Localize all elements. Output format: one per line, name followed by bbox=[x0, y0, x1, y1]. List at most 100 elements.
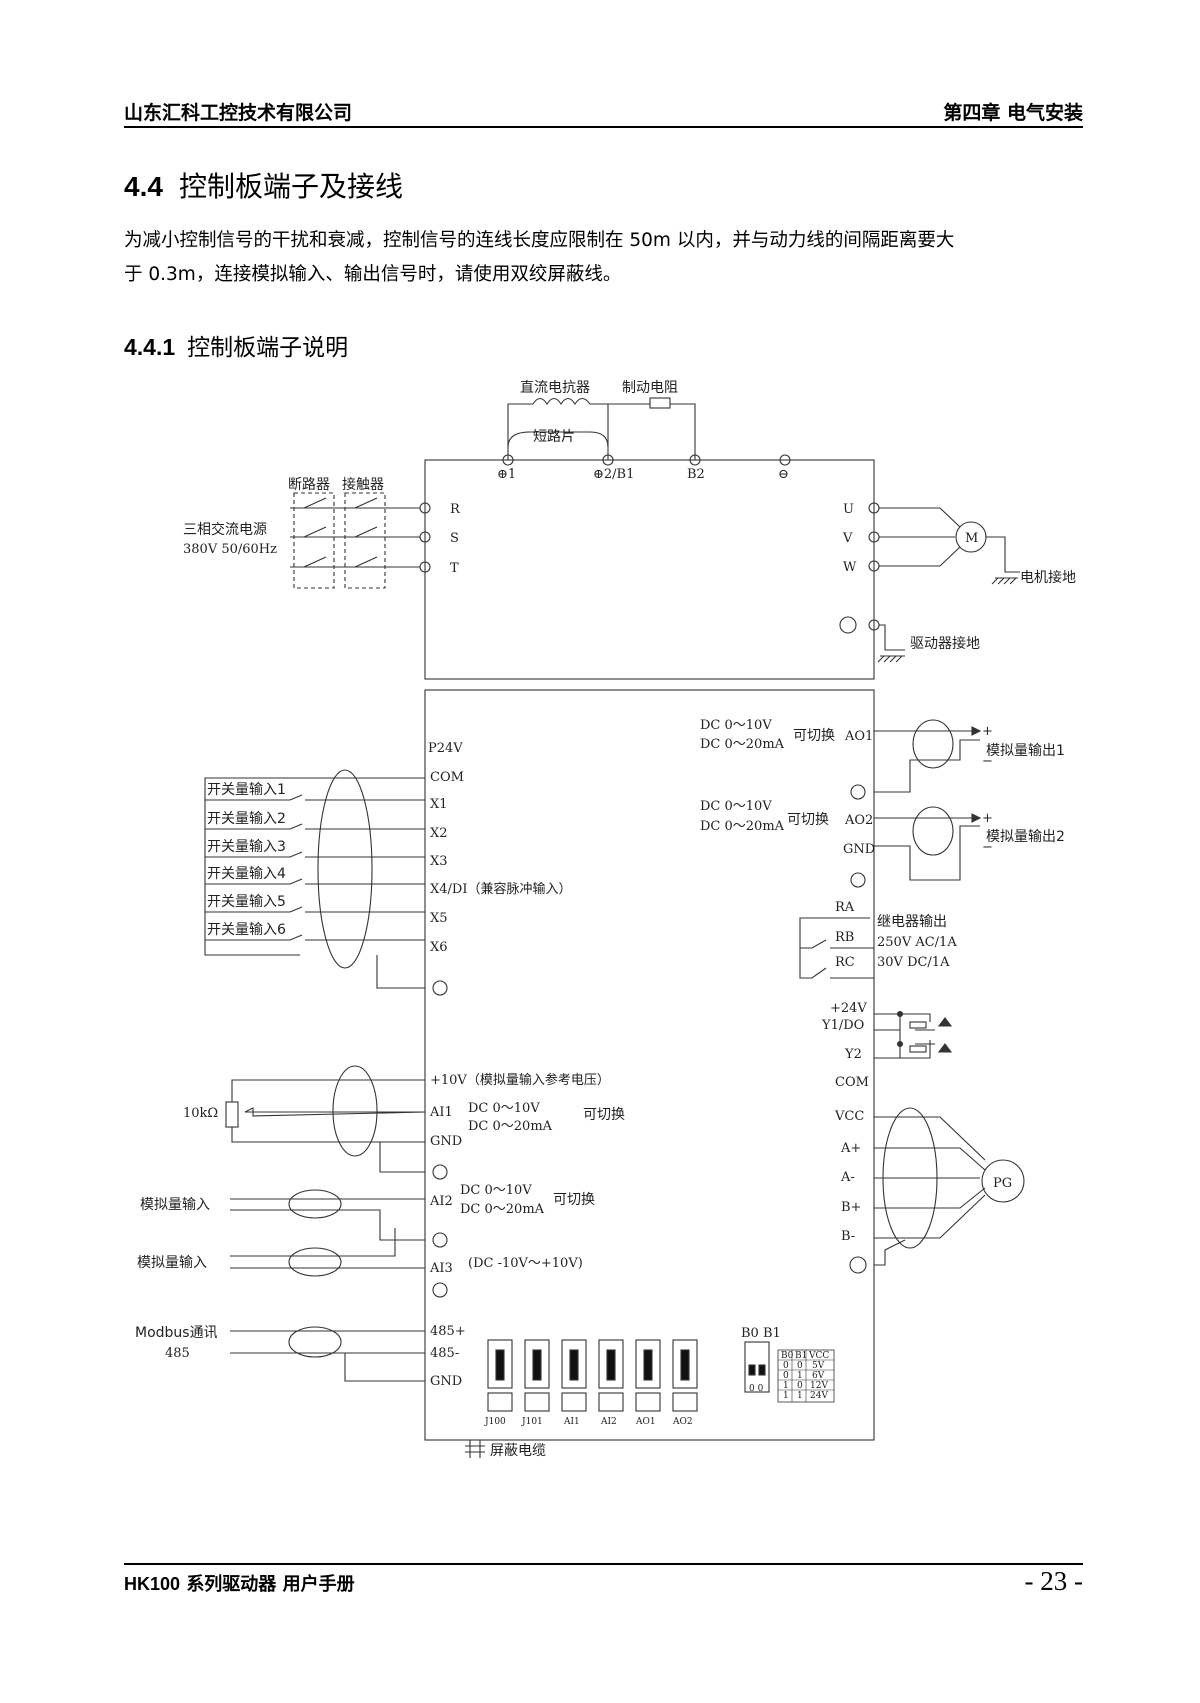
table-r3-vcc: 12V bbox=[810, 1381, 828, 1391]
analog-output-section bbox=[850, 719, 982, 888]
label-ao1-minus: − bbox=[982, 754, 993, 769]
label-vcc: VCC bbox=[834, 1109, 864, 1124]
label-j100: J100 bbox=[484, 1417, 506, 1427]
label-r: R bbox=[450, 502, 461, 517]
label-terminal-neg: ⊖ bbox=[778, 467, 789, 482]
label-a-minus: A- bbox=[840, 1170, 855, 1185]
table-head-b1: B1 bbox=[795, 1351, 807, 1361]
label-com: COM bbox=[430, 770, 464, 785]
footer-title: HK100 系列驱动器 用户手册 bbox=[124, 1570, 355, 1596]
label-gnd: GND bbox=[430, 1134, 462, 1149]
label-aout2: 模拟量输出2 bbox=[986, 829, 1065, 845]
label-gnd-ao: GND bbox=[843, 842, 875, 857]
table-r1-vcc: 5V bbox=[812, 1361, 825, 1371]
label-breaker: 断路器 bbox=[288, 477, 330, 493]
terminal-s bbox=[419, 531, 431, 543]
table-r4-b0: 1 bbox=[783, 1391, 789, 1401]
section-number: 4.4 bbox=[124, 171, 163, 202]
jumper-section bbox=[465, 1339, 835, 1458]
shield-icon bbox=[332, 1065, 378, 1157]
table-r2-vcc: 6V bbox=[812, 1371, 825, 1381]
drive-ground-icon bbox=[877, 655, 905, 663]
jumper-ao1-base bbox=[635, 1392, 661, 1412]
label-drive-ground: 驱动器接地 bbox=[910, 635, 980, 652]
label-t: T bbox=[450, 561, 459, 576]
label-supply: 三相交流电源 bbox=[183, 521, 267, 538]
jumper-j101 bbox=[524, 1339, 550, 1389]
jumper-j100 bbox=[487, 1339, 513, 1389]
ground-icon bbox=[432, 980, 448, 996]
label-shield-legend: 屏蔽电缆 bbox=[490, 1443, 546, 1459]
shield-icon bbox=[288, 1189, 342, 1219]
label-ao2-switchable: 可切换 bbox=[787, 811, 829, 828]
table-r3-b0: 1 bbox=[783, 1381, 789, 1391]
relay-output-section bbox=[799, 917, 953, 1059]
label-x1: X1 bbox=[430, 797, 448, 812]
table-r4-b1: 1 bbox=[797, 1391, 803, 1401]
label-b-plus: B+ bbox=[841, 1200, 861, 1215]
label-relay: 继电器输出 bbox=[877, 914, 947, 930]
label-x4: X4/DI（兼容脉冲输入） bbox=[430, 881, 571, 897]
optocoupler-icon bbox=[909, 1045, 927, 1053]
label-di-1: 开关量输入1 bbox=[207, 782, 286, 798]
resistor-icon bbox=[649, 397, 671, 409]
label-485-plus: 485+ bbox=[430, 1324, 466, 1339]
power-board-box bbox=[424, 459, 875, 680]
label-relay-dc: 30V DC/1A bbox=[877, 955, 950, 970]
label-jai2: AI2 bbox=[600, 1417, 617, 1427]
shield-icon bbox=[288, 1247, 342, 1277]
subsection-title-text: 控制板端子说明 bbox=[187, 335, 349, 361]
footer-rule bbox=[124, 1563, 1083, 1565]
label-x2: X2 bbox=[430, 826, 448, 841]
terminal-p1 bbox=[502, 454, 514, 466]
label-a-plus: A+ bbox=[840, 1141, 861, 1156]
label-v: V bbox=[842, 531, 853, 546]
power-input-section bbox=[290, 492, 1020, 663]
section-title-text: 控制板端子及接线 bbox=[178, 170, 403, 203]
header-company: 山东汇科工控技术有限公司 bbox=[124, 102, 353, 124]
label-di-5: 开关量输入5 bbox=[207, 894, 286, 910]
label-ai1-range-v: DC 0～10V bbox=[468, 1101, 540, 1116]
potentiometer-icon bbox=[225, 1101, 239, 1128]
label-ai1: AI1 bbox=[429, 1105, 453, 1120]
subsection-number: 4.4.1 bbox=[124, 334, 176, 360]
label-motor: M bbox=[965, 531, 978, 546]
label-rb: RB bbox=[835, 930, 854, 945]
control-board-box bbox=[424, 689, 875, 1441]
table-r1-b1: 0 bbox=[797, 1361, 803, 1371]
label-contactor: 接触器 bbox=[342, 476, 384, 493]
shield-legend-icon bbox=[465, 1440, 485, 1458]
label-terminal-p1: ⊕1 bbox=[497, 467, 516, 482]
label-rc: RC bbox=[835, 955, 855, 970]
shield-icon bbox=[288, 1326, 342, 1358]
jumper-ai1-base bbox=[561, 1392, 587, 1412]
label-24v: +24V bbox=[830, 1001, 867, 1016]
label-ai2-range-ma: DC 0～20mA bbox=[460, 1202, 545, 1217]
optocoupler-icon bbox=[909, 1021, 927, 1029]
page-number: - 23 - bbox=[1024, 1566, 1083, 1596]
terminal-b2 bbox=[689, 454, 701, 466]
label-ao1-switchable: 可切换 bbox=[793, 727, 835, 744]
label-ref10v: +10V（模拟量输入参考电压） bbox=[430, 1072, 610, 1088]
reactor-coil-icon bbox=[532, 397, 591, 406]
label-y1: Y1/DO bbox=[821, 1018, 864, 1033]
label-ao2-range-v: DC 0～10V bbox=[700, 799, 772, 814]
table-head-b0: B0 bbox=[781, 1351, 794, 1361]
label-dc-reactor: 直流电抗器 bbox=[520, 379, 590, 396]
label-ao2-minus: − bbox=[982, 840, 993, 855]
jumper-ai2-base bbox=[598, 1392, 624, 1412]
label-analog-in-2: 模拟量输入 bbox=[137, 1255, 207, 1271]
label-ai1-range-ma: DC 0～20mA bbox=[468, 1119, 553, 1134]
label-aout1: 模拟量输出1 bbox=[986, 743, 1065, 759]
label-ao2-plus: + bbox=[982, 811, 993, 826]
analog-input-section bbox=[225, 1065, 448, 1382]
jumper-j100-base bbox=[487, 1392, 513, 1412]
label-j101: J101 bbox=[521, 1417, 543, 1427]
label-di-6: 开关量输入6 bbox=[207, 922, 286, 938]
label-analog-in-1: 模拟量输入 bbox=[140, 1197, 210, 1213]
label-x6: X6 bbox=[430, 940, 448, 955]
jumper-ai2 bbox=[598, 1339, 624, 1389]
label-ao1-range-v: DC 0～10V bbox=[700, 718, 772, 733]
label-motor-ground: 电机接地 bbox=[1020, 569, 1076, 586]
